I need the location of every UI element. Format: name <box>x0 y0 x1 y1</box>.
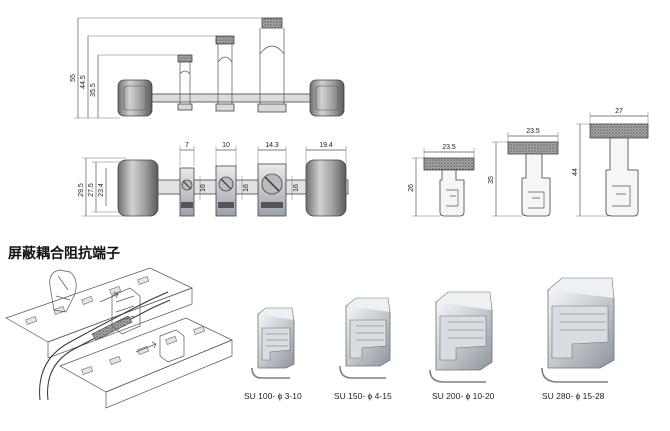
front-height-44-5: 44.5 <box>80 75 87 89</box>
section-title: 屏蔽耦合阻抗端子 <box>8 245 120 262</box>
rubber-end-right <box>309 79 345 117</box>
caption-su150: SU 150- ϕ 4-15 <box>334 391 392 401</box>
clamp-medium-top <box>215 165 237 217</box>
front-height-55: 55 <box>70 74 77 82</box>
clamp-medium-front <box>215 35 235 112</box>
caption-su100: SU 100- ϕ 3-10 <box>244 391 302 401</box>
clamp-large-front <box>257 17 287 113</box>
rubber-end-left <box>117 79 153 117</box>
side3-width: 27 <box>615 108 623 115</box>
rubber-end-right-top <box>305 159 347 217</box>
caption-su200: SU 200- ϕ 10-20 <box>432 391 495 401</box>
clamp-large-top <box>257 163 287 217</box>
top-width-7: 7 <box>185 142 189 149</box>
top-width-14-3: 14.3 <box>265 142 279 149</box>
inner-16-a: 16 <box>200 184 207 192</box>
product-su280 <box>541 277 615 383</box>
side1-height: 26 <box>408 184 415 192</box>
side3-height: 44 <box>572 168 579 176</box>
product-su100 <box>251 307 295 379</box>
side-view-3: 27 44 <box>572 108 649 217</box>
installation-sketch <box>5 267 233 409</box>
top-width-10: 10 <box>222 142 230 149</box>
rubber-end-left-top <box>117 159 159 217</box>
side2-height: 35 <box>488 176 495 184</box>
side-view-2: 23.5 35 <box>488 128 559 217</box>
clamp-small-front <box>177 54 193 111</box>
side-view-1: 23.5 26 <box>408 144 475 217</box>
clamp-small-top <box>179 167 195 217</box>
product-su150 <box>339 297 391 379</box>
top-width-19-4: 19.4 <box>319 142 333 149</box>
top-height-27-5: 27.5 <box>88 183 95 197</box>
side1-width: 23.5 <box>442 144 456 151</box>
front-view: 55 44.5 35.5 <box>70 17 345 119</box>
front-height-35-5: 35.5 <box>90 83 97 97</box>
top-height-29-5: 29.5 <box>78 183 85 197</box>
caption-su280: SU 280- ϕ 15-28 <box>542 391 605 401</box>
product-su200 <box>429 291 493 383</box>
side2-width: 23.5 <box>526 128 540 135</box>
inner-16-c: 16 <box>293 184 300 192</box>
top-view: 29.5 27.5 23.4 7 10 14.3 19.4 <box>78 142 349 217</box>
inner-16-b: 16 <box>243 184 250 192</box>
top-height-23-4: 23.4 <box>98 183 105 197</box>
